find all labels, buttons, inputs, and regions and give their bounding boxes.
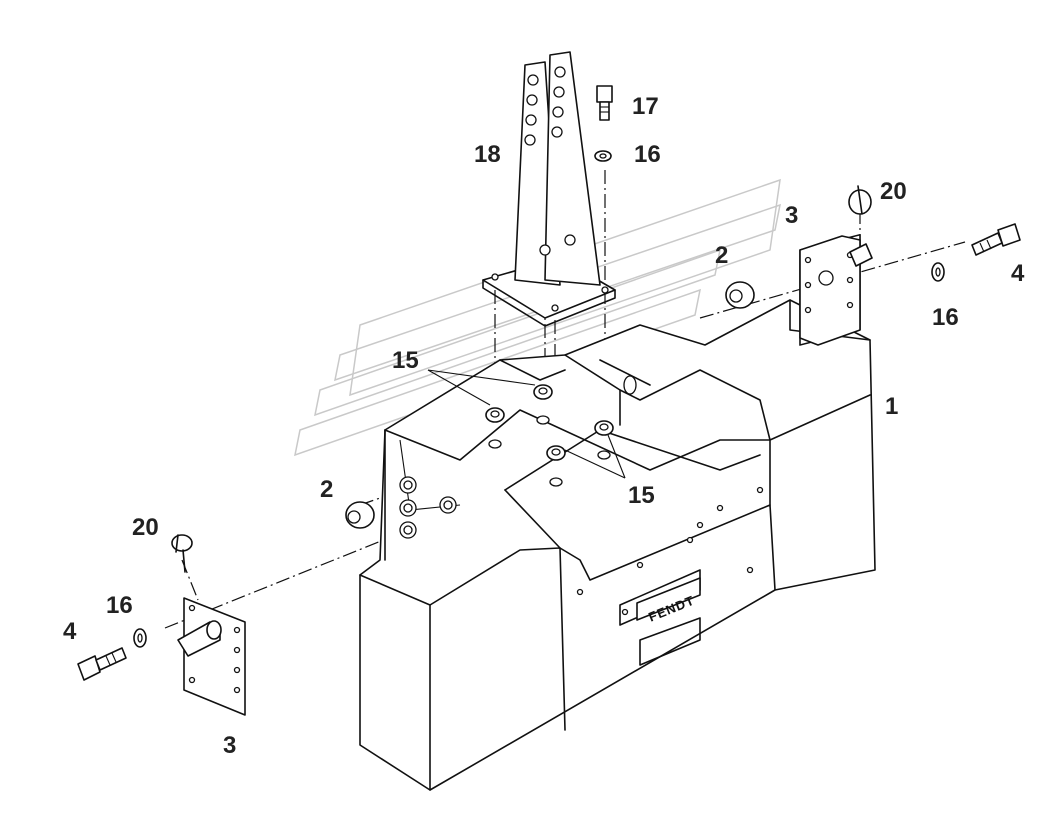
washer-16-top <box>594 150 612 162</box>
callout-4-left: 4 <box>63 618 77 645</box>
upper-bracket <box>482 51 616 327</box>
spacer-2-right <box>725 281 755 309</box>
lynch-pin-20-right <box>848 185 872 215</box>
washer-16-right <box>931 262 945 282</box>
callout-16-right: 16 <box>932 304 959 331</box>
callout-17: 17 <box>632 93 659 120</box>
lynch-pin-20-left <box>171 534 193 573</box>
callout-3-bottom: 3 <box>223 732 237 759</box>
counterweight-body <box>359 299 876 791</box>
spacer-2-left <box>345 501 375 529</box>
callout-4-right: 4 <box>1011 260 1025 287</box>
bushings-15 <box>427 369 626 487</box>
callout-1: 1 <box>885 393 899 420</box>
callout-16-top: 16 <box>634 141 661 168</box>
bolt-4-right <box>971 223 1021 256</box>
bolt-17 <box>596 85 613 121</box>
callout-2-left: 2 <box>320 476 334 503</box>
bolt-4-left <box>77 647 127 681</box>
side-plate-3-right <box>799 233 873 346</box>
callout-3-top: 3 <box>785 202 799 229</box>
callout-2-right: 2 <box>715 242 729 269</box>
callout-15-top: 15 <box>392 347 419 374</box>
callout-20-left: 20 <box>132 514 159 541</box>
callout-20-right: 20 <box>880 178 907 205</box>
callout-15-bottom: 15 <box>628 482 655 509</box>
washer-16-left <box>133 628 147 648</box>
side-plate-3-left <box>177 597 246 716</box>
callout-18: 18 <box>474 141 501 168</box>
callout-16-left: 16 <box>106 592 133 619</box>
